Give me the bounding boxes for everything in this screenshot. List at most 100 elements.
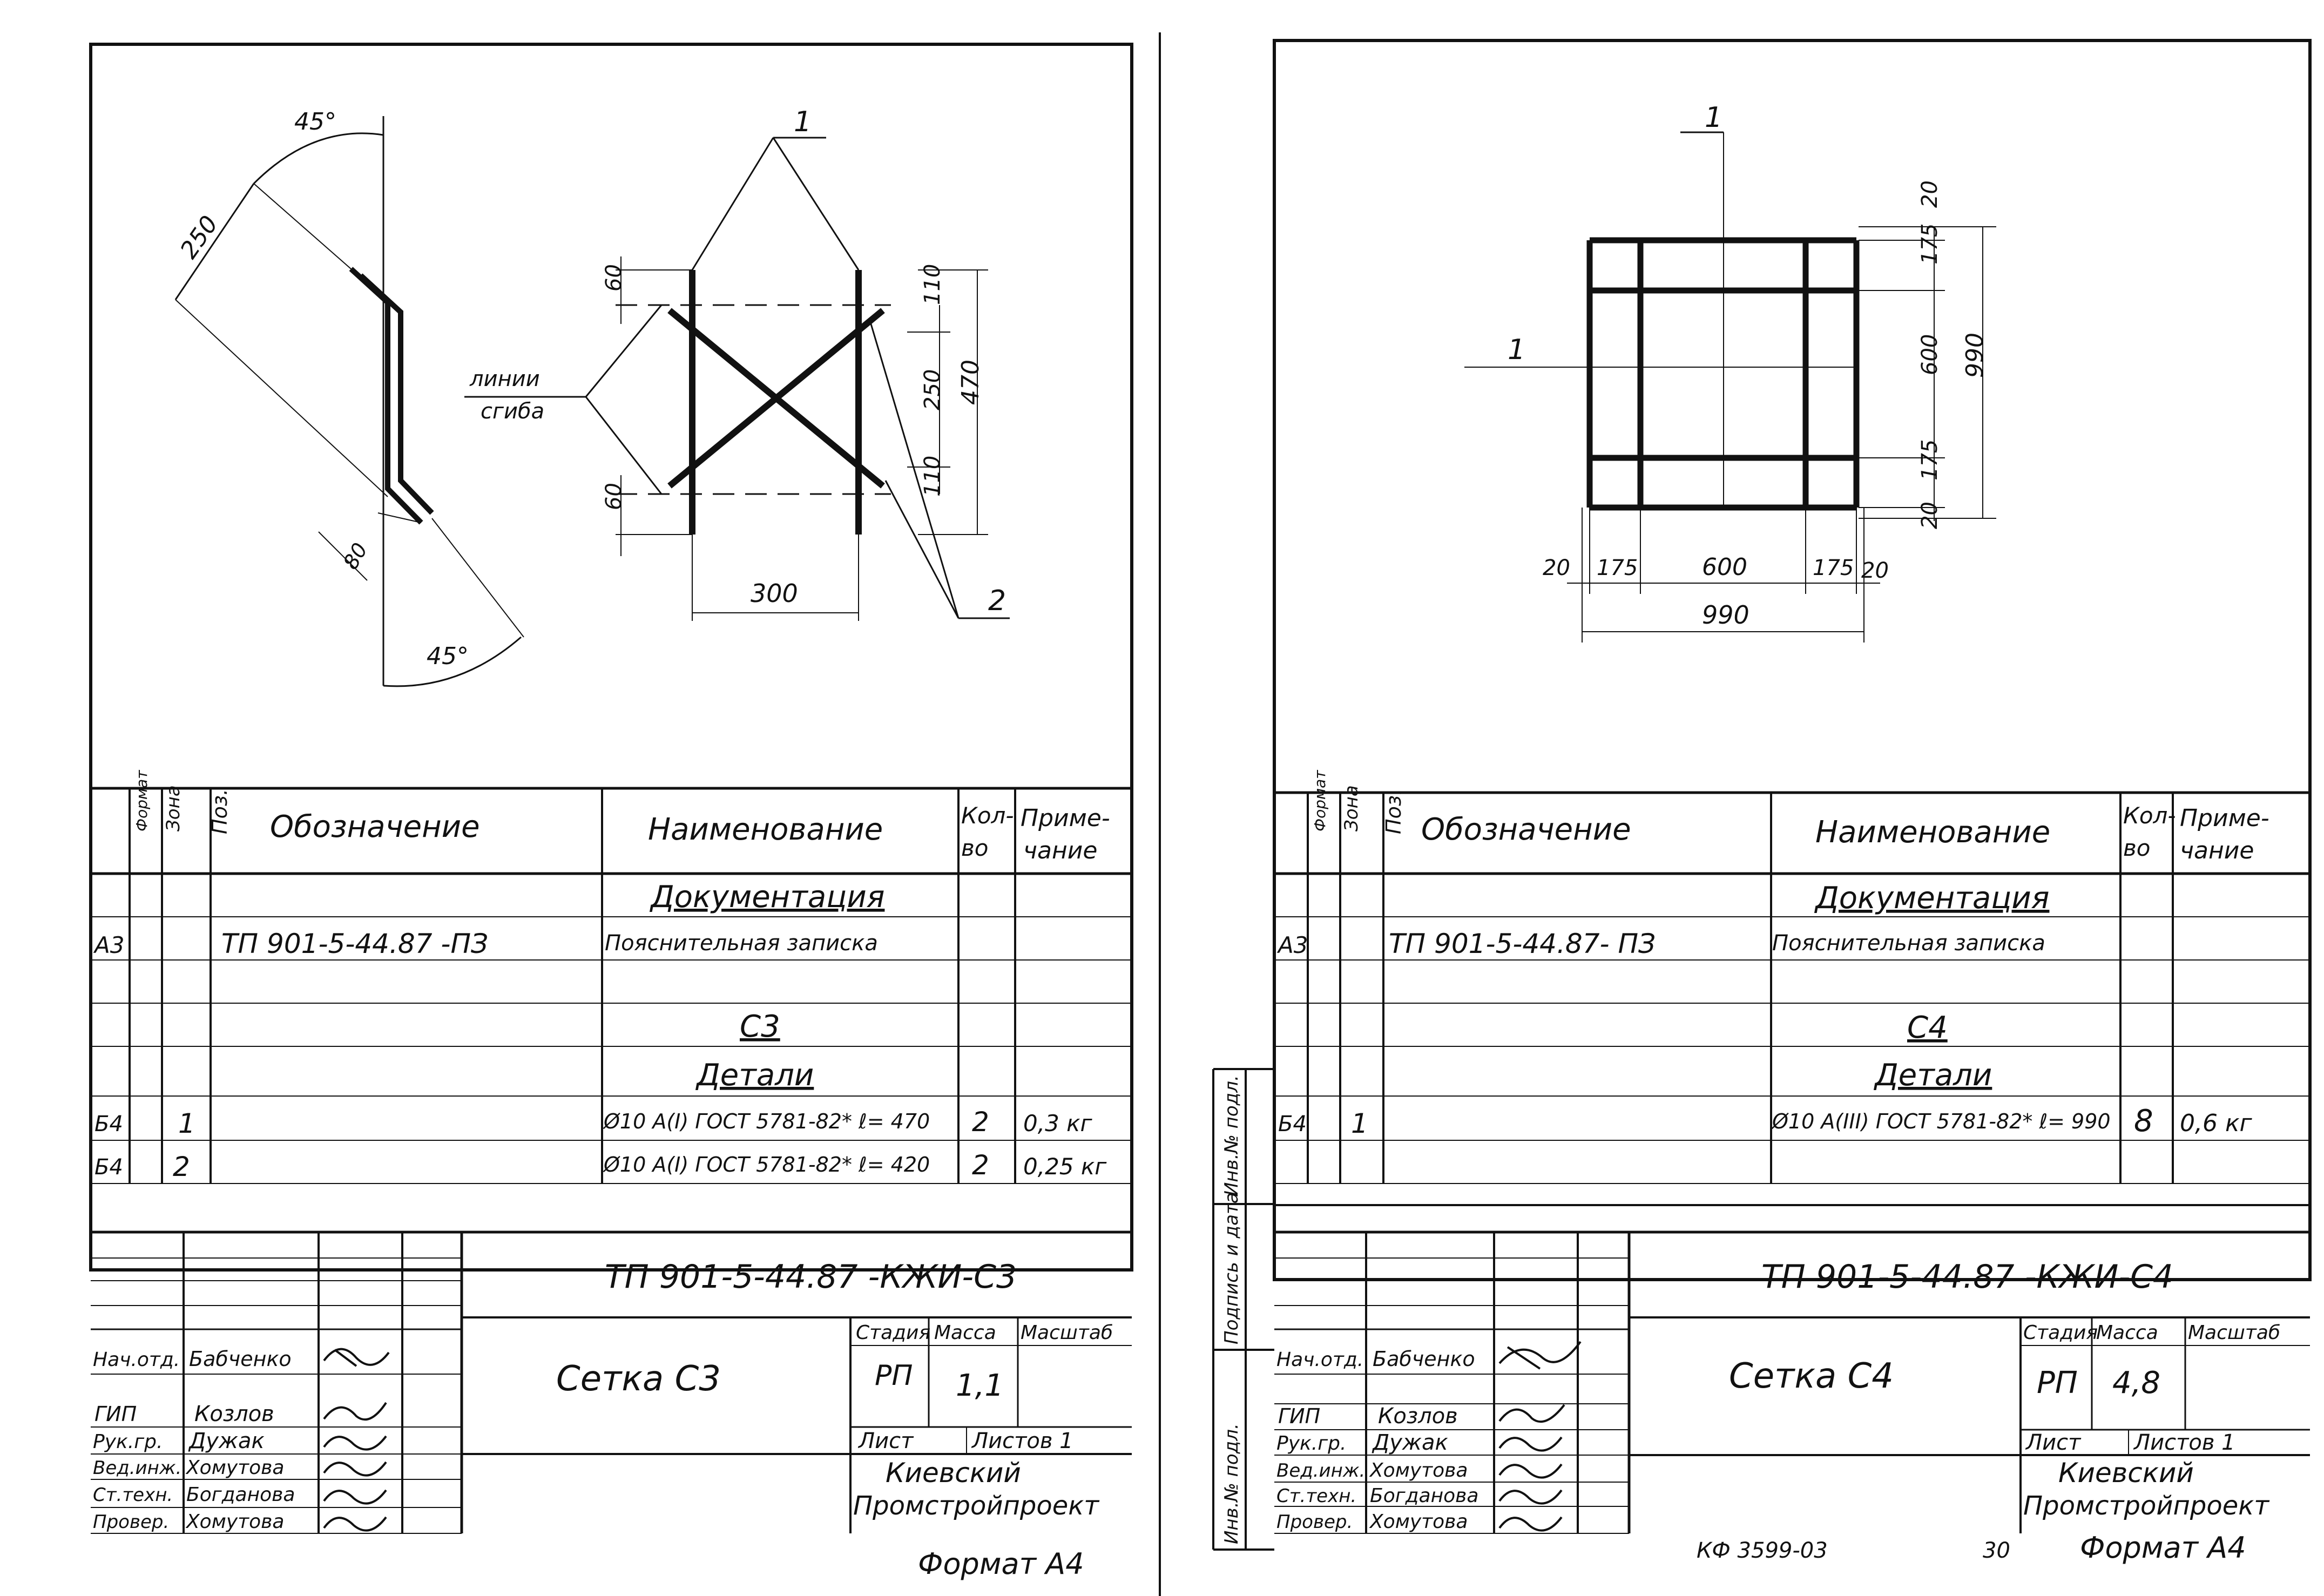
angle-top-label: 45°: [294, 108, 336, 136]
header-format: Формат: [1311, 770, 1329, 831]
drawing-code: ТП 901-5-44.87 -КЖИ-С4: [1761, 1258, 2173, 1296]
role-2: Рук.гр.: [1276, 1432, 1346, 1455]
drawing-right-svg: 1 1 20 175 600 175 20 990 20 175 600 175…: [1212, 39, 2312, 1565]
header-note-2: чание: [2180, 837, 2254, 864]
mass-label: Масса: [2096, 1322, 2158, 1344]
row-pz-designation: ТП 901-5-44.87 -ПЗ: [221, 928, 488, 959]
header-qty-2: во: [961, 835, 988, 861]
mass-value: 4,8: [2112, 1365, 2160, 1401]
drawing-code: ТП 901-5-44.87 -КЖИ-С3: [605, 1258, 1017, 1296]
signature-2: [1498, 1436, 1563, 1452]
dim-470-label: 470: [957, 360, 984, 405]
side-stamp: Инв.№ подл. Подпись и дата Инв.№ подл.: [1212, 1068, 1274, 1551]
drawing-title: Сетка С3: [556, 1359, 721, 1399]
side-stamp-signature: Подпись и дата: [1221, 1192, 1242, 1344]
header-designation: Обозначение: [270, 809, 480, 844]
person-3: Хомутова: [1369, 1459, 1468, 1482]
dim-250-label: 250: [175, 211, 224, 263]
format-label: Формат А4: [2080, 1531, 2246, 1565]
bend-leader-a: [585, 305, 663, 397]
ext-line-250b: [253, 183, 352, 269]
header-note-1: Приме-: [2180, 804, 2269, 832]
header-qty-1: Кол-: [2123, 802, 2176, 829]
role-0: Нач.отд.: [93, 1349, 180, 1371]
row-bar2-name: Ø10 A(I) ГОСТ 5781-82* ℓ= 420: [603, 1153, 930, 1176]
dim-600-h-label: 600: [1702, 553, 1747, 581]
row-documentation: Документация: [649, 880, 884, 915]
row-bar2-pos: 2: [173, 1151, 190, 1182]
person-4: Богданова: [1370, 1485, 1478, 1507]
person-2: Дужак: [188, 1429, 265, 1453]
signature-0: [323, 1348, 390, 1367]
drawing-sheet-left: 250 45° 80 45° 1 2 линии: [89, 32, 1161, 1596]
row-bar1-pos: 1: [1351, 1108, 1368, 1139]
role-5: Провер.: [1276, 1511, 1353, 1533]
role-3: Вед.инж.: [1276, 1460, 1365, 1482]
header-zone: Зона: [163, 785, 184, 831]
header-pos: Поз.: [1382, 789, 1406, 834]
bend-leader-b: [585, 396, 663, 495]
header-note-2: чание: [1023, 837, 1097, 864]
role-5: Провер.: [93, 1511, 169, 1533]
header-pos: Поз.: [208, 789, 232, 834]
format-label: Формат А4: [918, 1547, 1084, 1581]
dim-175-top-label: 175: [1917, 224, 1942, 265]
mesh-c3-plan: 1 2 линии сгиба 60 60 110 250 110 470 30: [464, 106, 1010, 621]
person-5: Хомутова: [185, 1511, 284, 1533]
row-details-heading: Детали: [1873, 1058, 1992, 1093]
signature-5: [1498, 1516, 1563, 1532]
org-name-2: Промстройпроект: [853, 1491, 1100, 1521]
dim-60-top-label: 60: [602, 264, 626, 292]
sheet-label: Лист: [2025, 1430, 2082, 1455]
dim-line-80: [318, 531, 368, 581]
row-bar2-note: 0,25 кг: [1023, 1153, 1107, 1180]
dim-80-label: 80: [339, 539, 372, 573]
row-bar1-pos: 1: [178, 1108, 195, 1139]
dim-110-top-label: 110: [920, 264, 945, 305]
mass-label: Масса: [934, 1322, 996, 1344]
dim-175-right-label: 175: [1813, 556, 1854, 580]
person-1: Козлов: [194, 1402, 274, 1426]
row-bar1-format: Б4: [94, 1112, 123, 1137]
dim-990-v-label: 990: [1961, 333, 1989, 378]
header-note-1: Приме-: [1021, 804, 1110, 832]
person-4: Богданова: [186, 1484, 295, 1506]
header-qty-2: во: [2123, 835, 2150, 861]
ext-line-80: [377, 512, 422, 523]
row-bar1-qty: 2: [972, 1106, 989, 1138]
row-documentation: Документация: [1814, 881, 2049, 916]
row-pz-format: А3: [1276, 932, 1308, 958]
role-1: ГИП: [1278, 1404, 1320, 1428]
dim-60-bottom-label: 60: [602, 483, 626, 510]
scale-label: Масштаб: [2188, 1322, 2280, 1344]
org-name-2: Промстройпроект: [2023, 1491, 2270, 1521]
callout-2-leader-a: [868, 318, 960, 619]
sheet-frame: [1273, 39, 2312, 1281]
row-pz-name: Пояснительная записка: [1772, 931, 2045, 956]
person-3: Хомутова: [185, 1457, 284, 1479]
spec-table: Формат Зона Поз. Обозначение Наименовани…: [91, 770, 1132, 1184]
row-bar2-format: Б4: [94, 1155, 123, 1180]
signature-4: [1498, 1489, 1563, 1505]
drawing-title: Сетка С4: [1729, 1356, 1894, 1396]
row-bar1-name: Ø10 A(III) ГОСТ 5781-82* ℓ= 990: [1771, 1110, 2111, 1133]
bar-diagonal-2: [667, 308, 885, 489]
dim-175-bottom-label: 175: [1917, 439, 1942, 481]
callout-1-leader-a: [691, 137, 774, 270]
spec-table: Формат Зона Поз. Обозначение Наименовани…: [1274, 770, 2310, 1206]
side-stamp-inv-2: Инв.№ подл.: [1221, 1423, 1242, 1544]
org-name-1: Киевский: [2058, 1457, 2194, 1489]
bend-line-label-2: сгиба: [481, 399, 544, 424]
header-format: Формат: [133, 770, 151, 831]
row-bar2-qty: 2: [972, 1149, 989, 1181]
stage-label: Стадия: [2023, 1322, 2098, 1344]
row-c4-heading: С4: [1907, 1010, 1948, 1045]
signature-1: [323, 1402, 387, 1421]
bent-bar-2: [359, 273, 434, 515]
angle-arc-bottom: [383, 636, 522, 687]
header-zone: Зона: [1341, 785, 1362, 831]
person-0: Бабченко: [189, 1347, 292, 1371]
mesh-c4-plan: 1 1 20 175 600 175 20 990 20 175 600 175…: [1464, 102, 1996, 643]
dim-300-label: 300: [751, 579, 798, 608]
dim-990-h-label: 990: [1702, 600, 1749, 630]
